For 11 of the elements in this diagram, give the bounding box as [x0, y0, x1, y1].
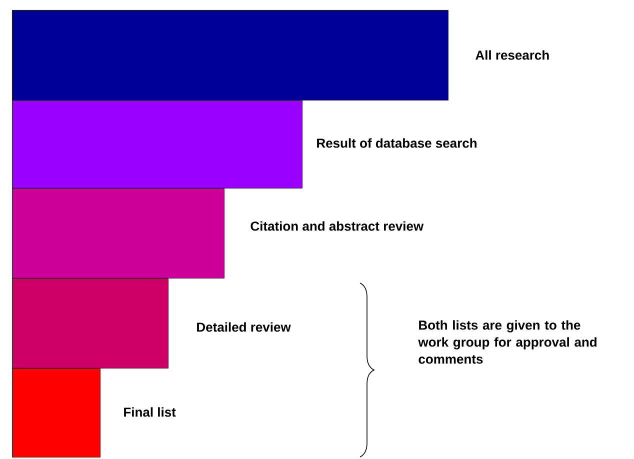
- bar: [12, 368, 100, 458]
- bar: [12, 188, 224, 278]
- bar: [12, 278, 168, 368]
- bar: [12, 10, 448, 100]
- bar-label: All research: [476, 50, 549, 60]
- bar-label: Final list: [124, 407, 176, 417]
- note-text: Both lists are given to the work group for approval and comments: [418, 320, 596, 364]
- bar: [12, 100, 302, 188]
- bar-label: Detailed review: [197, 322, 291, 332]
- bar-label: Citation and abstract review: [250, 221, 424, 231]
- bar-label: Result of database search: [317, 138, 476, 148]
